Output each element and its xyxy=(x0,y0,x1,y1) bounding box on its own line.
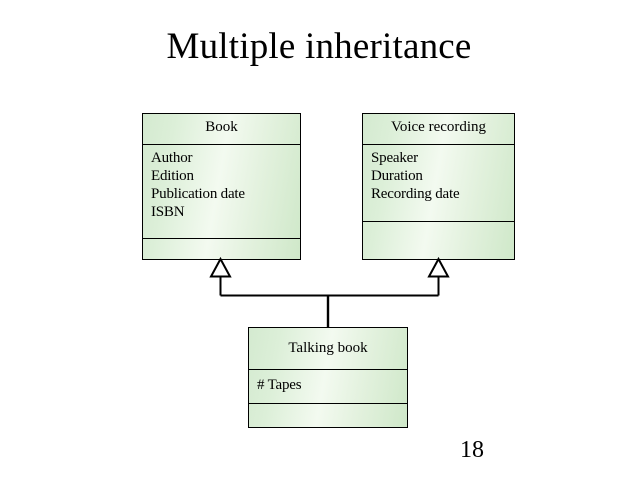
uml-class-talking-book[interactable]: Talking book # Tapes xyxy=(248,327,408,428)
inheritance-triangle-book xyxy=(209,256,232,278)
uml-attribute: Publication date xyxy=(151,186,245,202)
uml-operations-voice-recording xyxy=(363,221,514,259)
page-number: 18 xyxy=(460,437,484,463)
uml-operations-talking-book xyxy=(249,403,407,427)
uml-attributes-book: Author Edition Publication date ISBN xyxy=(143,144,300,238)
page-title: Multiple inheritance xyxy=(166,26,472,67)
uml-attributes-talking-book: # Tapes xyxy=(249,369,407,403)
uml-attribute: ISBN xyxy=(151,204,185,220)
uml-attributes-voice-recording: Speaker Duration Recording date xyxy=(363,144,514,221)
uml-attribute: Edition xyxy=(151,168,194,184)
uml-attribute: Author xyxy=(151,150,193,166)
uml-class-book[interactable]: Book Author Edition Publication date ISB… xyxy=(142,113,301,260)
uml-attribute: Recording date xyxy=(371,186,460,202)
uml-attribute: # Tapes xyxy=(257,377,302,393)
uml-attribute: Speaker xyxy=(371,150,418,166)
uml-class-name-talking-book: Talking book xyxy=(288,340,368,356)
uml-attribute: Duration xyxy=(371,168,423,184)
uml-class-name-voice-recording: Voice recording xyxy=(390,119,487,135)
uml-class-name-book: Book xyxy=(205,119,238,135)
uml-operations-book xyxy=(143,238,300,259)
uml-class-voice-recording[interactable]: Voice recording Speaker Duration Recordi… xyxy=(362,113,515,260)
inheritance-triangle-voice-recording xyxy=(427,256,450,278)
